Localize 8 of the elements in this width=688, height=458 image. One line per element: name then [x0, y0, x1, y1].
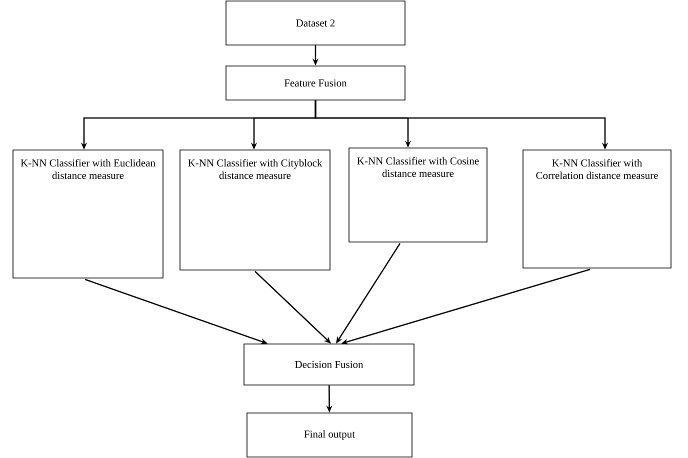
classifier-box: K-NN Classifier with Correlation distance measure — [522, 150, 672, 268]
output-box: Final output — [246, 412, 412, 458]
dataset-box: Dataset 2 — [226, 0, 406, 46]
classifier-box: K-NN Classifier with Cityblock distance measure — [180, 150, 330, 270]
fusion-box: Decision Fusion — [244, 344, 414, 386]
classifier-box: K-NN Classifier with Cosine distance measure — [348, 148, 488, 242]
fusion-box: Feature Fusion — [226, 66, 406, 100]
classifier-box: K-NN Classifier with Euclidean distance measure — [12, 150, 164, 278]
